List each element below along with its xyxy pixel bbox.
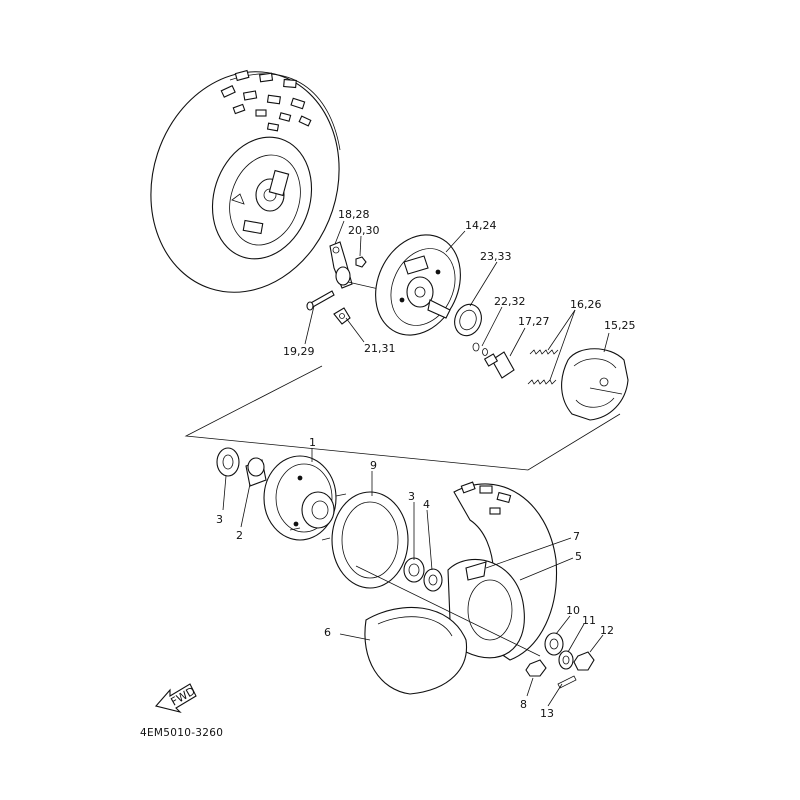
callout-7: 7	[573, 530, 580, 543]
bearing-right	[403, 557, 425, 583]
brake-shoes	[561, 348, 629, 421]
callout-20-30: 20,30	[348, 224, 380, 237]
callout-13: 13	[540, 707, 554, 720]
callout-15-25: 15,25	[604, 319, 636, 332]
wheel-axle-line	[355, 565, 541, 657]
brake-camshaft-lever	[329, 241, 393, 293]
callout-8: 8	[520, 698, 527, 711]
fwd-label: FWD	[169, 684, 198, 708]
callout-5: 5	[575, 550, 582, 563]
callout-17-27: 17,27	[518, 315, 550, 328]
o-rings	[472, 342, 488, 356]
spacer	[245, 457, 267, 487]
callout-1: 1	[309, 436, 316, 449]
oil-seal	[454, 303, 482, 337]
callout-2: 2	[236, 529, 243, 542]
brake-drum-hub	[263, 455, 347, 541]
callout-9: 9	[370, 459, 377, 472]
callout-3a: 3	[216, 513, 223, 526]
callout-3b: 3	[408, 490, 415, 503]
brake-shoe-plate	[375, 234, 461, 336]
springs	[527, 349, 559, 385]
callout-21-31: 21,31	[364, 342, 396, 355]
wheel-bearing-10	[544, 632, 564, 656]
callout-12: 12	[600, 624, 614, 637]
callout-11: 11	[582, 614, 596, 627]
bolt	[306, 290, 335, 311]
callout-10: 10	[566, 604, 580, 617]
assembly-plane-outline	[184, 365, 621, 471]
callout-19-29: 19,29	[283, 345, 315, 358]
assembled-wheel	[150, 69, 341, 293]
callout-4: 4	[423, 498, 430, 511]
callout-23-33: 23,33	[480, 250, 512, 263]
castle-nut-12	[573, 651, 595, 671]
callout-labels: 18,28 20,30 14,24 23,33 22,32 17,27 16,2…	[216, 208, 636, 720]
diagram-code: 4EM5010-3260	[140, 727, 223, 739]
brake-cam-shaft	[483, 351, 515, 379]
collar	[423, 568, 443, 592]
nut-small	[355, 256, 367, 268]
wheel-rim	[447, 558, 525, 659]
wheel-nut-8	[525, 659, 547, 677]
leader-lines	[222, 220, 610, 707]
callout-22-32: 22,32	[494, 295, 526, 308]
callout-14-24: 14,24	[465, 219, 497, 232]
callout-18-28: 18,28	[338, 208, 370, 221]
bearing-left	[216, 447, 240, 477]
callout-16-26: 16,26	[570, 298, 602, 311]
washer-11	[558, 650, 574, 670]
callout-6: 6	[324, 626, 331, 639]
tire-lower-half	[364, 606, 468, 695]
cotter-pin-13	[557, 675, 577, 689]
drum-seal-ring	[331, 491, 409, 589]
fwd-arrow-icon: FWD	[154, 683, 198, 714]
washer-plate	[333, 307, 351, 325]
